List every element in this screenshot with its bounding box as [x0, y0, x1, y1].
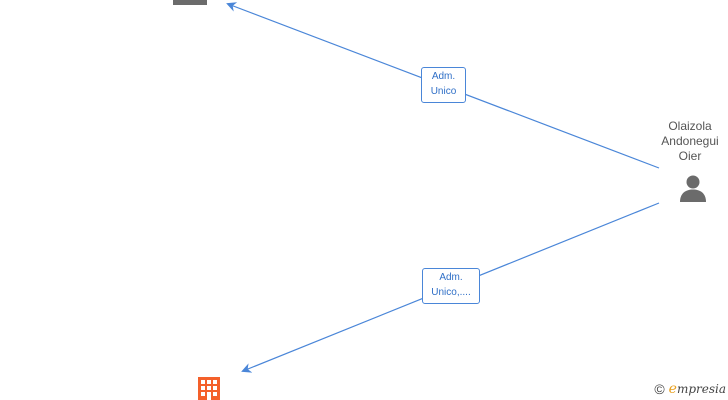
brand-watermark: ©empresia: [654, 381, 726, 397]
copyright-icon: ©: [654, 381, 665, 397]
edge-label-bottom-line-1: Adm.: [439, 272, 463, 283]
person-name-line-2: Andonegui: [661, 134, 719, 148]
person-name-line-1: Olaizola: [668, 119, 712, 133]
person-icon[interactable]: [678, 173, 708, 208]
edge-label-bottom[interactable]: Adm. Unico,....: [422, 268, 480, 304]
edge-label-top-line-1: Adm.: [431, 71, 456, 82]
edge-label-top-line-2: Unico: [430, 86, 457, 97]
brand-logo-initial: e: [668, 381, 677, 397]
person-icon-shape: [680, 175, 706, 202]
building-icon[interactable]: [198, 377, 220, 400]
company-icon[interactable]: [173, 0, 207, 10]
person-name[interactable]: Olaizola Andonegui Oier: [650, 119, 728, 164]
edge-label-top[interactable]: Adm. Unico: [421, 67, 466, 103]
edge-label-bottom-line-2: Unico,....: [431, 287, 471, 298]
building-icon-shape: [198, 377, 220, 400]
person-name-line-3: Oier: [678, 149, 702, 163]
brand-logo-text: mpresia: [676, 382, 726, 396]
company-icon-shape: [173, 0, 207, 5]
